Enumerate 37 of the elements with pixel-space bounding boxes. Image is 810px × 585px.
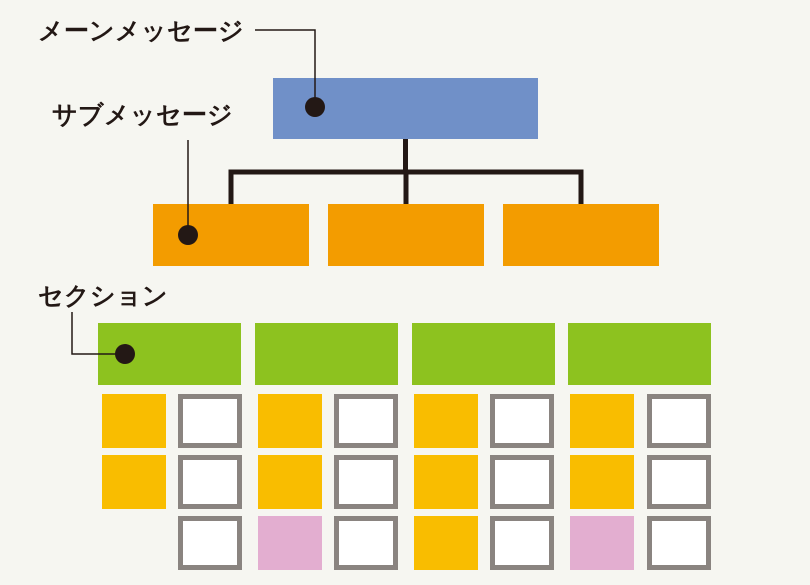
leader-line: [178, 140, 198, 245]
empty-box: [490, 516, 554, 570]
leader-line: [71, 312, 135, 364]
empty-box: [647, 516, 711, 570]
content-box: [414, 516, 478, 570]
section-box: [98, 323, 241, 385]
leader-line: [255, 29, 325, 117]
content-box: [414, 455, 478, 509]
empty-box: [334, 455, 398, 509]
callout-label: セクション: [38, 283, 168, 308]
sub-message-box: [503, 204, 659, 266]
empty-box: [647, 455, 711, 509]
empty-box: [178, 516, 242, 570]
content-box: [570, 516, 634, 570]
empty-box: [334, 516, 398, 570]
empty-box: [490, 455, 554, 509]
content-box: [258, 516, 322, 570]
content-box: [414, 394, 478, 448]
callout-label: メーンメッセージ: [38, 18, 244, 43]
content-box: [102, 394, 166, 448]
empty-box: [490, 394, 554, 448]
callout-label: サブメッセージ: [52, 102, 233, 127]
content-box: [570, 394, 634, 448]
empty-box: [178, 394, 242, 448]
content-box: [102, 455, 166, 509]
content-box: [258, 455, 322, 509]
main-message-box: [273, 78, 538, 139]
sub-message-box: [328, 204, 484, 266]
empty-box: [334, 394, 398, 448]
section-box: [568, 323, 711, 385]
section-box: [255, 323, 398, 385]
sub-message-box: [153, 204, 309, 266]
empty-box: [647, 394, 711, 448]
content-box: [258, 394, 322, 448]
content-box: [570, 455, 634, 509]
section-box: [412, 323, 555, 385]
empty-box: [178, 455, 242, 509]
